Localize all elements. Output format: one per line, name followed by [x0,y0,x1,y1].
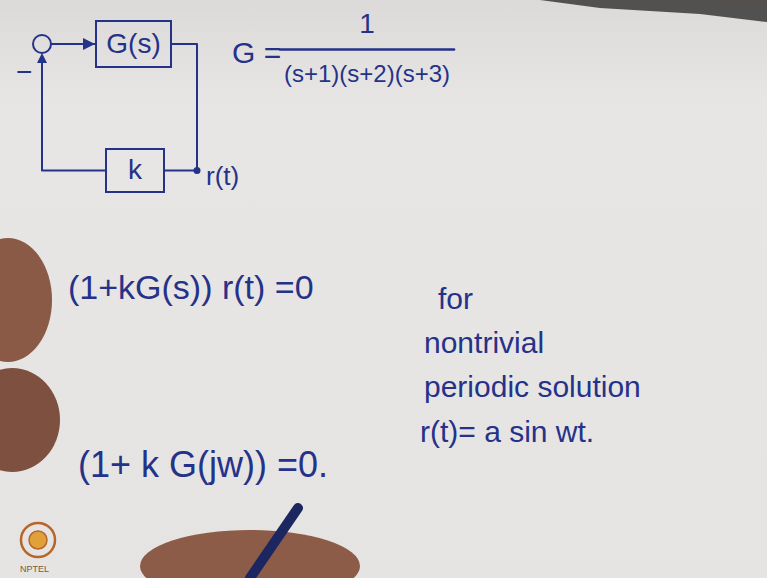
equation-text: (1+ k G(jw)) =0. [78,444,328,485]
page-shadow [540,0,767,22]
label-slot: (s+1)(s+2)(s+3) [284,60,450,88]
process-box: k [105,148,165,193]
label-slot: for [438,282,473,317]
label-slot: nontrivial [424,326,544,361]
pen-shape [250,508,298,578]
hand-shape [0,238,52,362]
summing-junction [33,35,51,53]
signal-name: r(t) [206,161,239,191]
hand-shape [0,368,60,472]
numerator-text: 1 [359,8,375,39]
block-label: k [128,154,142,186]
label-slot: r(t) [206,162,239,192]
arrow-head [37,53,47,63]
note-text: r(t)= a sin wt. [420,415,594,448]
note-text: for [438,282,473,315]
equation-text: (1+kG(s)) r(t) =0 [68,268,314,306]
label-slot: G = [232,36,281,71]
label-slot: periodic solution [424,370,641,405]
note-text: nontrivial [424,326,544,359]
label-slot: − [16,56,32,88]
label-slot: (1+kG(s)) r(t) =0 [68,268,314,307]
signal-wire [165,44,197,171]
logo-ring [21,523,55,557]
logo-core [29,531,47,549]
label-slot: 1 [359,8,375,40]
fraction-bar [280,48,454,51]
sign-label: − [16,56,32,87]
watermark-text: NPTEL [20,564,49,574]
note-text: periodic solution [424,370,641,403]
label-slot: NPTEL [20,558,49,576]
label-slot: (1+ k G(jw)) =0. [78,444,328,485]
block-label: G(s) [106,28,160,60]
equation-text: G = [232,36,281,69]
denominator-text: (s+1)(s+2)(s+3) [284,60,450,87]
label-slot: r(t)= a sin wt. [420,415,594,450]
process-box: G(s) [95,20,172,68]
